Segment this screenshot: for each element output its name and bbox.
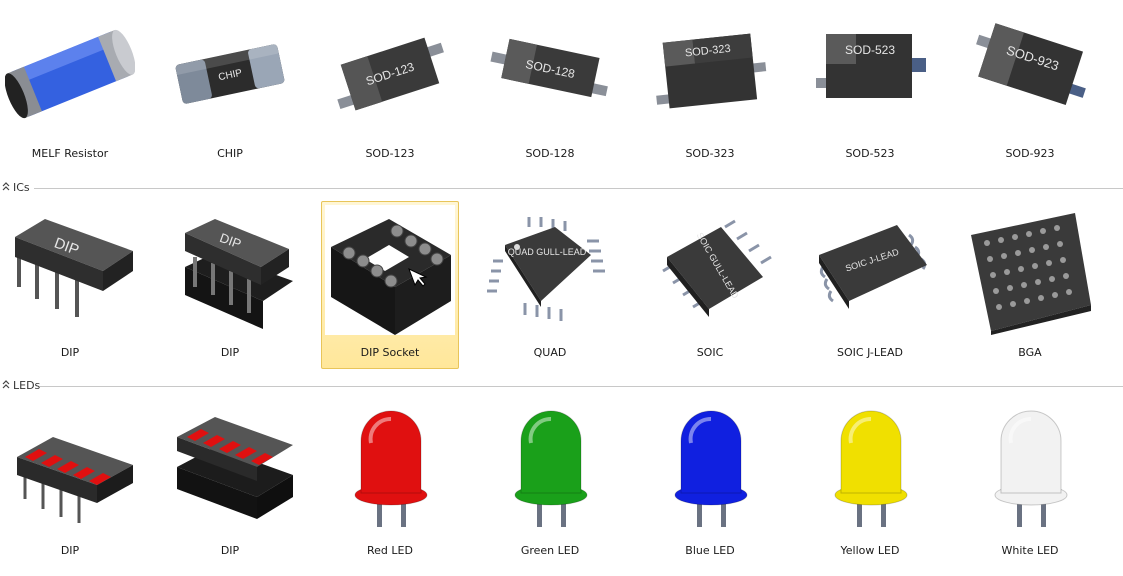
tile-soic[interactable]: SOIC GULL-LEAD SOIC [641,201,779,369]
tile-label: DIP Socket [360,346,420,359]
sod-123-icon: SOD-123 [325,6,455,136]
tile-label: Red LED [367,544,413,557]
tile-melf-resistor[interactable]: MELF Resistor [1,2,139,170]
tile-quad[interactable]: QUAD GULL-LEAD QUAD [481,201,619,369]
chip-marking: CHIP [217,68,243,84]
tile-label: MELF Resistor [31,147,109,160]
collapse-chevron-icon[interactable] [1,379,11,391]
led-bar-dip-socketed-icon [165,403,295,533]
tile-label: BGA [1018,346,1042,359]
group-header-leds[interactable]: LEDs [0,379,1123,394]
group-title: ICs [13,181,30,194]
tile-soic-j-lead[interactable]: SOIC J-LEAD SOIC J-LEAD [801,201,939,369]
tile-label: QUAD [533,346,567,359]
group-title: LEDs [13,379,41,392]
dip-socketed-icon: DIP [165,205,295,335]
tile-label: SOD-123 [365,147,415,160]
dip-marking: DIP [218,230,243,252]
sod-523-icon: SOD-523 [805,6,935,136]
tile-yellow-led[interactable]: Yellow LED [801,399,939,567]
melf-resistor-icon [5,6,135,136]
white-led-icon [965,403,1095,533]
tile-label: White LED [1001,544,1059,557]
sod-523-marking: SOD-523 [845,43,895,57]
tile-label: SOD-923 [1005,147,1055,160]
soic-icon: SOIC GULL-LEAD [645,205,775,335]
group-header-ics[interactable]: ICs [0,181,1123,196]
tile-label: SOD-323 [685,147,735,160]
tile-green-led[interactable]: Green LED [481,399,619,567]
tile-sod-123[interactable]: SOD-123 SOD-123 [321,2,459,170]
quad-marking: QUAD GULL-LEAD [508,247,587,257]
tile-label: SOD-128 [525,147,575,160]
tile-led-bar-dip[interactable]: DIP [1,399,139,567]
tile-led-bar-dip-socketed[interactable]: DIP [161,399,299,567]
group-divider [40,386,1123,387]
sod-323-icon: SOD-323 [645,6,775,136]
led-bar-dip-icon [5,403,135,533]
tile-label: DIP [60,544,80,557]
tile-sod-323[interactable]: SOD-323 SOD-323 [641,2,779,170]
tile-chip[interactable]: CHIP CHIP [161,2,299,170]
tile-label: SOD-523 [845,147,895,160]
green-led-icon [485,403,615,533]
tile-label: DIP [60,346,80,359]
dip-icon: DIP [5,205,135,335]
tile-blue-led[interactable]: Blue LED [641,399,779,567]
tile-sod-923[interactable]: SOD-923 SOD-923 [961,2,1099,170]
tile-label: SOIC [696,346,724,359]
tile-sod-128[interactable]: SOD-128 SOD-128 [481,2,619,170]
tile-bga[interactable]: BGA [961,201,1099,369]
tile-label: DIP [220,346,240,359]
tile-red-led[interactable]: Red LED [321,399,459,567]
collapse-chevron-icon[interactable] [1,181,11,193]
sod-128-icon: SOD-128 [485,6,615,136]
tile-label: CHIP [217,147,243,160]
yellow-led-icon [805,403,935,533]
chip-icon: CHIP [165,6,295,136]
dip-socket-icon [325,205,455,335]
tile-dip-socketed[interactable]: DIP DIP [161,201,299,369]
tile-label: Green LED [520,544,580,557]
tile-label: Blue LED [685,544,735,557]
tile-dip-socket[interactable]: DIP Socket [321,201,459,369]
tile-label: SOIC J-LEAD [837,346,903,359]
tile-label: Yellow LED [840,544,900,557]
tile-dip[interactable]: DIP DIP [1,201,139,369]
blue-led-icon [645,403,775,533]
tile-label: DIP [220,544,240,557]
group-divider [34,188,1123,189]
sod-323-marking: SOD-323 [684,43,731,60]
soic-j-lead-icon: SOIC J-LEAD [805,205,935,335]
tile-sod-523[interactable]: SOD-523 SOD-523 [801,2,939,170]
quad-icon: QUAD GULL-LEAD [485,205,615,335]
sod-923-icon: SOD-923 [965,6,1095,136]
bga-icon [965,205,1095,335]
tile-white-led[interactable]: White LED [961,399,1099,567]
red-led-icon [325,403,455,533]
